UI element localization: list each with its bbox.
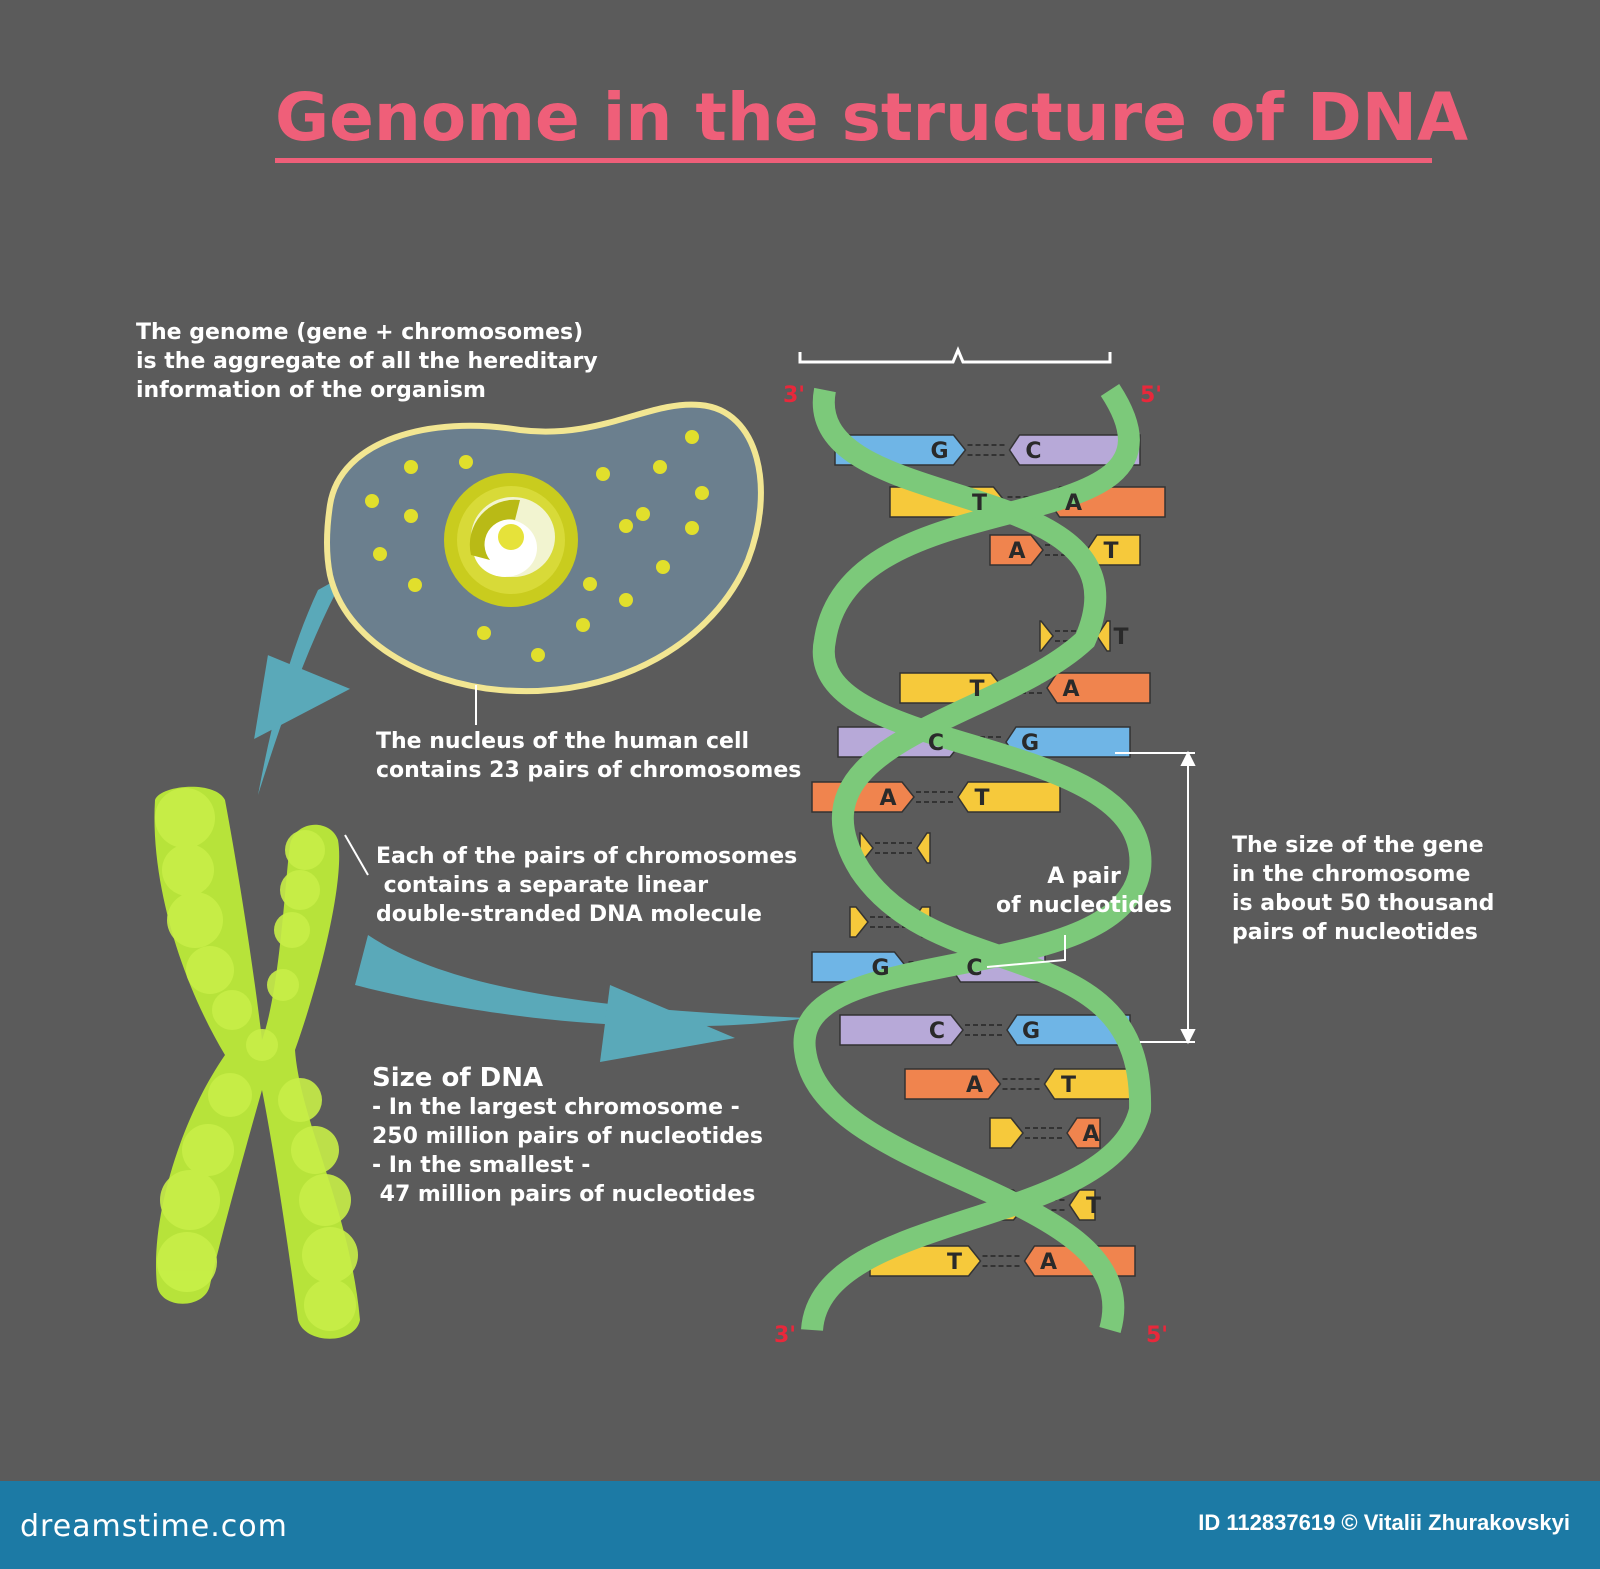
base-letter-right: G	[1021, 731, 1039, 756]
gene-size-bracket	[1115, 750, 1196, 1045]
strand-right	[793, 383, 1152, 1333]
base-letter-left: G	[871, 956, 889, 981]
base-block-left	[849, 906, 869, 938]
gene-size-caption: The size of the gene in the chromosome i…	[1232, 833, 1495, 945]
nucleus-caption: The nucleus of the human cell contains 2…	[376, 729, 802, 783]
base-letter-left: G	[930, 439, 948, 464]
cell-nucleus	[444, 473, 578, 607]
arrow-chromosome-to-dna	[355, 935, 808, 1062]
arrow-cell-to-chromosome	[254, 575, 351, 795]
base-block-right	[957, 781, 1061, 813]
base-block-right	[1008, 434, 1141, 466]
genome-definition-text: The genome (gene + chromosomes) is the a…	[136, 320, 598, 403]
base-block-left	[839, 1014, 964, 1046]
base-block-left	[904, 1068, 1002, 1100]
base-letter-right: A	[1082, 1122, 1099, 1147]
footer-brand: dreamstime.com	[20, 1509, 288, 1544]
base-letter-right: G	[1022, 1019, 1040, 1044]
base-letter-right: A	[1065, 491, 1082, 516]
base-letter-left: C	[929, 1019, 945, 1044]
strand-end-label: 5'	[1140, 383, 1162, 408]
base-block-left	[1039, 620, 1054, 652]
base-letter-right: C	[966, 956, 982, 981]
dna-size-body: - In the largest chromosome - 250 millio…	[372, 1095, 763, 1207]
base-letter-right: T	[1061, 1073, 1076, 1098]
base-letter-right: A	[1062, 677, 1079, 702]
helix-top-bracket	[798, 346, 1112, 364]
base-letter-left: A	[1008, 539, 1025, 564]
title-underline	[275, 158, 1432, 163]
base-letter-right: T	[1113, 625, 1128, 650]
base-letter-right: A	[1040, 1250, 1057, 1275]
cell-granules	[365, 430, 709, 662]
base-block-right	[1096, 620, 1111, 652]
strand-end-label: 3'	[774, 1323, 796, 1348]
base-letter-left: C	[928, 731, 944, 756]
strand-end-label: 3'	[783, 383, 805, 408]
strand-end-label: 5'	[1146, 1323, 1168, 1348]
chromosome	[154, 786, 360, 1339]
footer-bar: dreamstime.com ID 112837619 © Vitalii Zh…	[0, 1481, 1600, 1569]
dna-size-heading: Size of DNA	[372, 1063, 544, 1093]
human-cell	[323, 401, 764, 695]
pair-pointer-line	[986, 935, 1066, 968]
base-block-right	[1066, 1117, 1101, 1149]
base-letter-right: T	[974, 786, 989, 811]
base-letter-right: C	[1025, 439, 1041, 464]
base-letter-left: A	[966, 1073, 983, 1098]
base-letter-left: T	[969, 677, 984, 702]
base-block-left	[989, 1117, 1024, 1149]
chromosome-pointer-line	[344, 834, 369, 876]
base-block-left	[989, 534, 1044, 566]
base-block-right	[1043, 1068, 1141, 1100]
base-letter-left: T	[947, 1250, 962, 1275]
base-letter-right: T	[1086, 1194, 1101, 1219]
base-block-right	[916, 832, 931, 864]
nucleotide-pair-label: A pair of nucleotides	[996, 864, 1173, 918]
page-title: Genome in the structure of DNA	[275, 79, 1469, 156]
base-letter-right: T	[1103, 539, 1118, 564]
footer-credit: ID 112837619 © Vitalii Zhurakovskyi	[1198, 1510, 1570, 1535]
base-block-right	[1068, 1189, 1096, 1221]
dna-strands	[793, 383, 1152, 1333]
chromosome-pairs-caption: Each of the pairs of chromosomes contain…	[376, 844, 798, 927]
base-letter-left: T	[972, 491, 987, 516]
base-letter-left: A	[879, 786, 896, 811]
